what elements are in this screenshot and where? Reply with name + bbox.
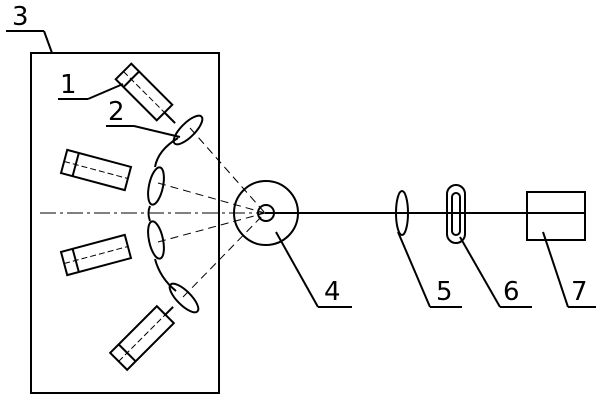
combiner-center — [257, 204, 275, 222]
housing-box — [30, 52, 220, 394]
label-2: 2 — [108, 97, 125, 127]
sample-cell-outer — [446, 184, 466, 244]
converging-beams — [157, 127, 266, 298]
label-1-leader — [87, 83, 124, 100]
label-1: 1 — [60, 70, 77, 100]
label-5-leader — [397, 231, 431, 308]
label-3: 3 — [12, 2, 29, 32]
emitter-2 — [59, 148, 133, 192]
label-2-leader — [133, 125, 181, 138]
lens-link-1 — [154, 137, 179, 168]
lens-link-3 — [154, 258, 177, 292]
label-7-leader — [542, 231, 569, 308]
lens-link-2 — [147, 205, 151, 222]
combiner-element — [233, 180, 299, 246]
lens-arc-4 — [168, 282, 200, 314]
emitter-1 — [114, 62, 176, 124]
detector-box — [526, 191, 586, 241]
focusing-lens — [395, 190, 409, 236]
label-4: 4 — [324, 277, 341, 307]
emitter-3 — [59, 233, 133, 277]
label-6: 6 — [503, 277, 520, 307]
label-3-leader — [43, 30, 53, 54]
emitter-4 — [108, 304, 176, 372]
sample-cell-inner — [451, 192, 461, 236]
label-4-leader — [275, 231, 319, 308]
label-5: 5 — [436, 277, 453, 307]
lens-arc-2 — [147, 166, 165, 206]
lens-arc-1 — [172, 114, 204, 146]
label-7: 7 — [571, 277, 588, 307]
lens-arc-3 — [147, 220, 165, 260]
label-6-leader — [459, 236, 501, 308]
